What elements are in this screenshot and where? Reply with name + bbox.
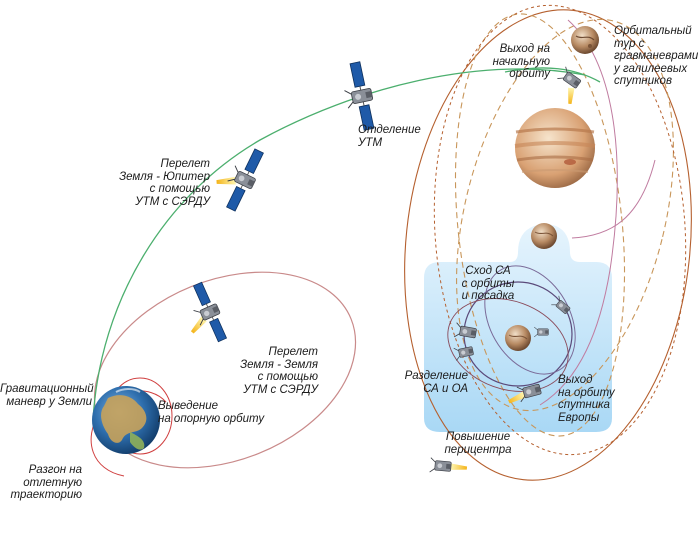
spacecraft-utm-separation [339, 61, 379, 133]
engine-flame-icon [216, 177, 235, 186]
label-europa-orbit-entry: Выход на орбиту спутника Европы [558, 374, 628, 424]
europa-center-icon [505, 325, 531, 351]
earth-globe-icon [92, 386, 160, 454]
label-descent-landing: Сход СА с орбиты и посадка [448, 265, 528, 303]
label-gravity-assist: Гравитационный маневр у Земли [0, 383, 92, 408]
engine-flame-icon [567, 88, 575, 104]
europa-moon-icon [531, 223, 557, 249]
spacecraft-pericenter [430, 458, 468, 476]
label-initial-orbit-entry: Выход на начальную орбиту [486, 43, 550, 81]
jupiter-planet-icon [515, 108, 595, 188]
label-pericenter-raise: Повышение перицентра [428, 431, 528, 456]
label-sa-oa-separation: Разделение СА и ОА [398, 370, 468, 395]
label-earth-jupiter-transfer: Перелет Земля - Юпитер с помощью УТМ с С… [110, 158, 210, 208]
label-earth-earth-transfer: Перелет Земля - Земля с помощью УТМ с СЭ… [222, 346, 318, 396]
label-departure-acceleration: Разгон на отлетную траекторию [6, 464, 82, 502]
galilean-moon-icon [571, 26, 599, 54]
label-parking-orbit-insertion: Выведение на опорную орбиту [158, 400, 278, 425]
label-orbital-tour: Орбитальный тур с гравманеврами у галиле… [614, 25, 700, 88]
engine-flame-icon [451, 464, 467, 472]
spacecraft-earth-jupiter [207, 139, 268, 213]
label-utm-separation: Отделение УТМ [358, 124, 428, 149]
spacecraft-initial-orbit [549, 67, 589, 107]
